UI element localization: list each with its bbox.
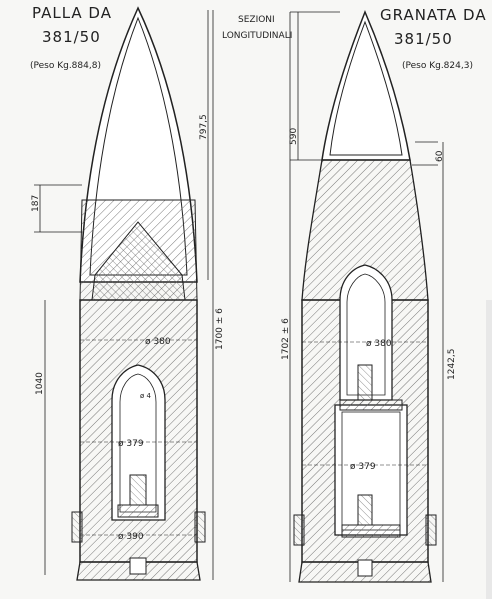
right-body-length: 1242,5 (447, 349, 457, 381)
right-dimensions (289, 11, 444, 582)
right-title-line1: GRANATA DA (380, 6, 487, 24)
left-nose-length: 797,5 (199, 114, 209, 140)
left-weight: (Peso Kg.884,8) (30, 61, 101, 71)
left-dia-top: ø 380 (145, 337, 171, 347)
left-body-length: 1040 (35, 372, 45, 395)
right-nose-length: 590 (289, 128, 299, 145)
right-dia-mid: ø 379 (350, 462, 376, 472)
right-cap-length: 60 (435, 150, 445, 162)
left-cavity-label: ø 4 (140, 392, 152, 400)
left-shell (71, 6, 206, 581)
right-title-line2: 381/50 (394, 30, 453, 48)
left-dia-base: ø 390 (118, 532, 144, 542)
right-weight: (Peso Kg.824,3) (402, 61, 473, 71)
left-dia-mid: ø 379 (118, 439, 144, 449)
left-dimensions (34, 10, 214, 580)
left-total-length: 1700 ± 6 (215, 308, 225, 350)
right-total-length: 1702 ± 6 (281, 318, 291, 360)
left-head-length: 187 (31, 195, 41, 212)
center-title-line2: LONGITUDINALI (222, 31, 292, 41)
scroll-strip (486, 300, 492, 599)
right-shell (293, 10, 437, 583)
right-dia-top: ø 380 (366, 339, 392, 349)
center-title-line1: SEZIONI (238, 15, 275, 25)
left-title-line2: 381/50 (42, 28, 101, 46)
left-title-line1: PALLA DA (32, 4, 112, 22)
